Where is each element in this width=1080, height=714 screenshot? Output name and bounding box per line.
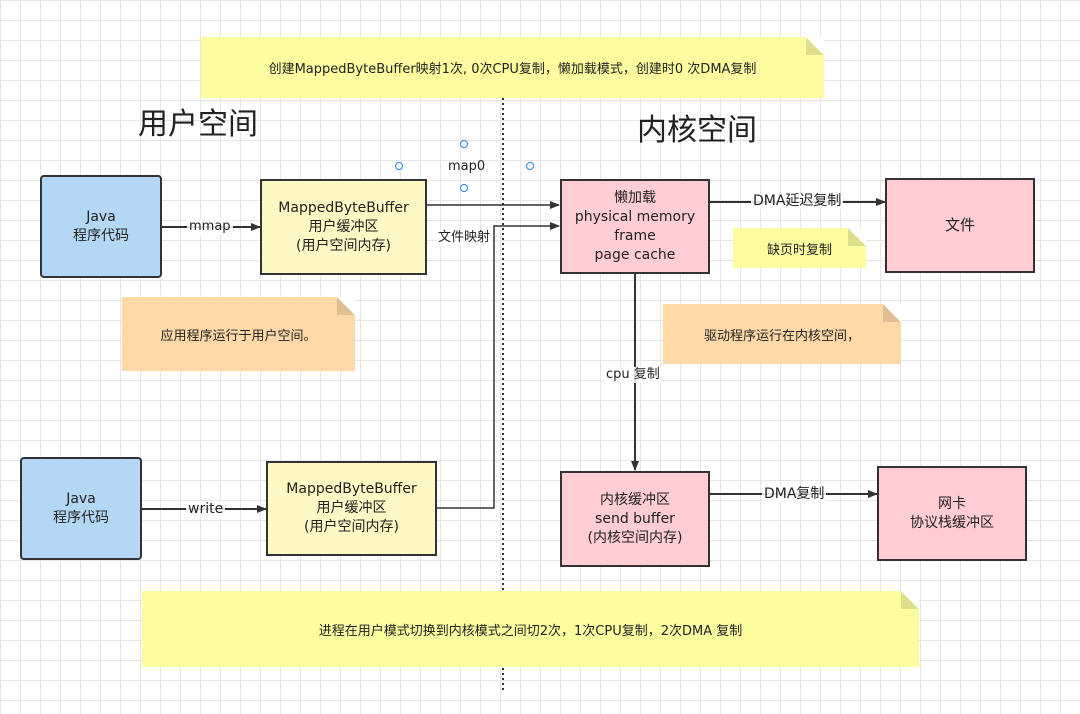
box-line: 协议栈缓冲区 bbox=[910, 514, 994, 531]
user-space-heading: 用户空间 bbox=[138, 107, 258, 142]
selection-handle[interactable] bbox=[460, 140, 468, 148]
bottom-note-text: 进程在用户模式切换到内核模式之间切2次，1次CPU复制，2次DMA 复制 bbox=[318, 623, 743, 639]
dma-copy-label: DMA复制 bbox=[762, 486, 827, 502]
box-line: 懒加载 bbox=[614, 189, 656, 206]
mapped-buffer-box-top: MappedByteBuffer 用户缓冲区 (用户空间内存) bbox=[260, 179, 427, 275]
page-fault-note-text: 缺页时复制 bbox=[766, 242, 832, 258]
bottom-note: 进程在用户模式切换到内核模式之间切2次，1次CPU复制，2次DMA 复制 bbox=[142, 591, 919, 667]
box-line: 内核缓冲区 bbox=[600, 491, 670, 508]
user-app-note-text: 应用程序运行于用户空间。 bbox=[160, 328, 317, 344]
note-fold bbox=[901, 591, 919, 609]
box-line: MappedByteBuffer bbox=[278, 199, 409, 216]
mmap-label: mmap bbox=[187, 219, 233, 235]
note-fold bbox=[806, 37, 824, 55]
page-cache-box: 懒加载 physical memory frame page cache bbox=[560, 179, 710, 274]
note-fold bbox=[883, 304, 901, 322]
box-line: MappedByteBuffer bbox=[286, 481, 417, 497]
box-line: 用户缓冲区 bbox=[316, 500, 387, 516]
note-fold bbox=[848, 228, 866, 246]
box-line: page cache bbox=[594, 246, 676, 263]
top-note: 创建MappedByteBuffer映射1次, 0次CPU复制，懒加载模式，创建… bbox=[201, 37, 824, 98]
box-line: (用户空间内存) bbox=[296, 237, 391, 254]
driver-note: 驱动程序运行在内核空间， bbox=[663, 304, 901, 364]
box-line: Java bbox=[66, 490, 96, 507]
file-box: 文件 bbox=[885, 178, 1035, 273]
mapped-buffer-box-bottom: MappedByteBuffer 用户缓冲区 (用户空间内存) bbox=[266, 461, 437, 556]
box-line: 文件 bbox=[944, 216, 975, 234]
nic-box: 网卡 协议栈缓冲区 bbox=[877, 466, 1027, 561]
box-line: 用户缓冲区 bbox=[308, 218, 379, 235]
box-line: send buffer bbox=[595, 510, 675, 527]
note-fold bbox=[337, 297, 355, 315]
kernel-space-heading: 内核空间 bbox=[637, 113, 757, 148]
selection-handle[interactable] bbox=[460, 184, 468, 192]
write-label: write bbox=[186, 501, 226, 517]
kernel-buffer-box: 内核缓冲区 send buffer (内核空间内存) bbox=[560, 471, 710, 567]
user-app-note: 应用程序运行于用户空间。 bbox=[122, 297, 355, 371]
top-note-text: 创建MappedByteBuffer映射1次, 0次CPU复制，懒加载模式，创建… bbox=[268, 62, 757, 77]
selection-handle[interactable] bbox=[395, 162, 403, 170]
driver-note-text: 驱动程序运行在内核空间， bbox=[703, 328, 860, 344]
box-line: 程序代码 bbox=[73, 227, 129, 244]
box-line: 程序代码 bbox=[53, 509, 109, 526]
box-line: physical memory bbox=[574, 208, 696, 225]
box-line: (用户空间内存) bbox=[304, 519, 399, 535]
page-fault-note: 缺页时复制 bbox=[733, 228, 866, 268]
dma-delay-label: DMA延迟复制 bbox=[751, 193, 844, 209]
cpu-copy-label: cpu 复制 bbox=[604, 367, 662, 383]
file-map-label: 文件映射 bbox=[436, 230, 493, 246]
map0-label: map0 bbox=[448, 159, 486, 174]
box-line: 网卡 bbox=[938, 495, 966, 512]
file-map-arrow bbox=[437, 222, 560, 509]
box-line: frame bbox=[614, 227, 656, 244]
box-line: Java bbox=[86, 208, 116, 225]
selection-handle[interactable] bbox=[526, 162, 534, 170]
java-code-box-bottom: Java 程序代码 bbox=[20, 457, 142, 560]
box-line: (内核空间内存) bbox=[587, 529, 683, 546]
java-code-box-top: Java 程序代码 bbox=[40, 175, 162, 278]
